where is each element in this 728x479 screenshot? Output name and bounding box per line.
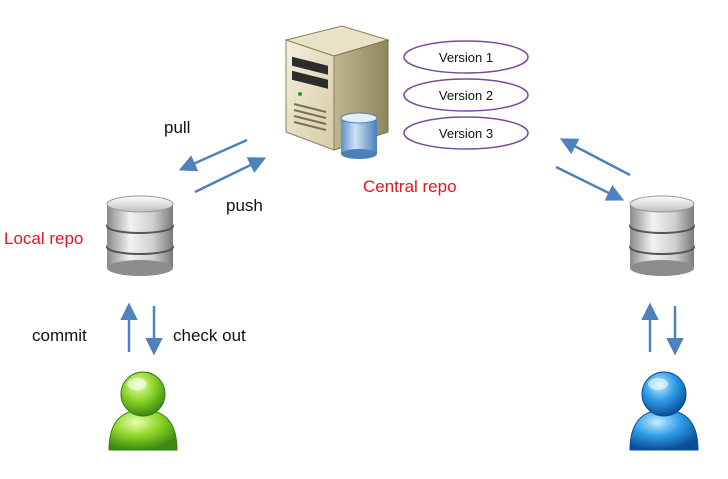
pull-arrow <box>178 138 248 172</box>
local-repo-label: Local repo <box>4 229 84 248</box>
version-1: Version 1 <box>403 40 529 74</box>
right-pull-arrow <box>555 165 625 201</box>
central-database-icon <box>340 112 378 159</box>
user-blue-icon <box>629 371 699 451</box>
central-repo-label: Central repo <box>363 177 457 196</box>
version-3-label: Version 3 <box>439 126 493 141</box>
version-1-label: Version 1 <box>439 50 493 65</box>
commit-label: commit <box>32 326 87 345</box>
right-push-arrow <box>559 138 631 177</box>
version-3: Version 3 <box>403 116 529 150</box>
push-arrow <box>194 157 267 194</box>
pull-label: pull <box>164 118 191 137</box>
remote-local-database-icon <box>629 195 695 276</box>
version-2-label: Version 2 <box>439 88 493 103</box>
version-2: Version 2 <box>403 78 529 112</box>
check-out-label: check out <box>173 326 246 345</box>
local-database-icon <box>106 195 174 276</box>
user-green-icon <box>108 371 178 451</box>
push-label: push <box>226 196 263 215</box>
